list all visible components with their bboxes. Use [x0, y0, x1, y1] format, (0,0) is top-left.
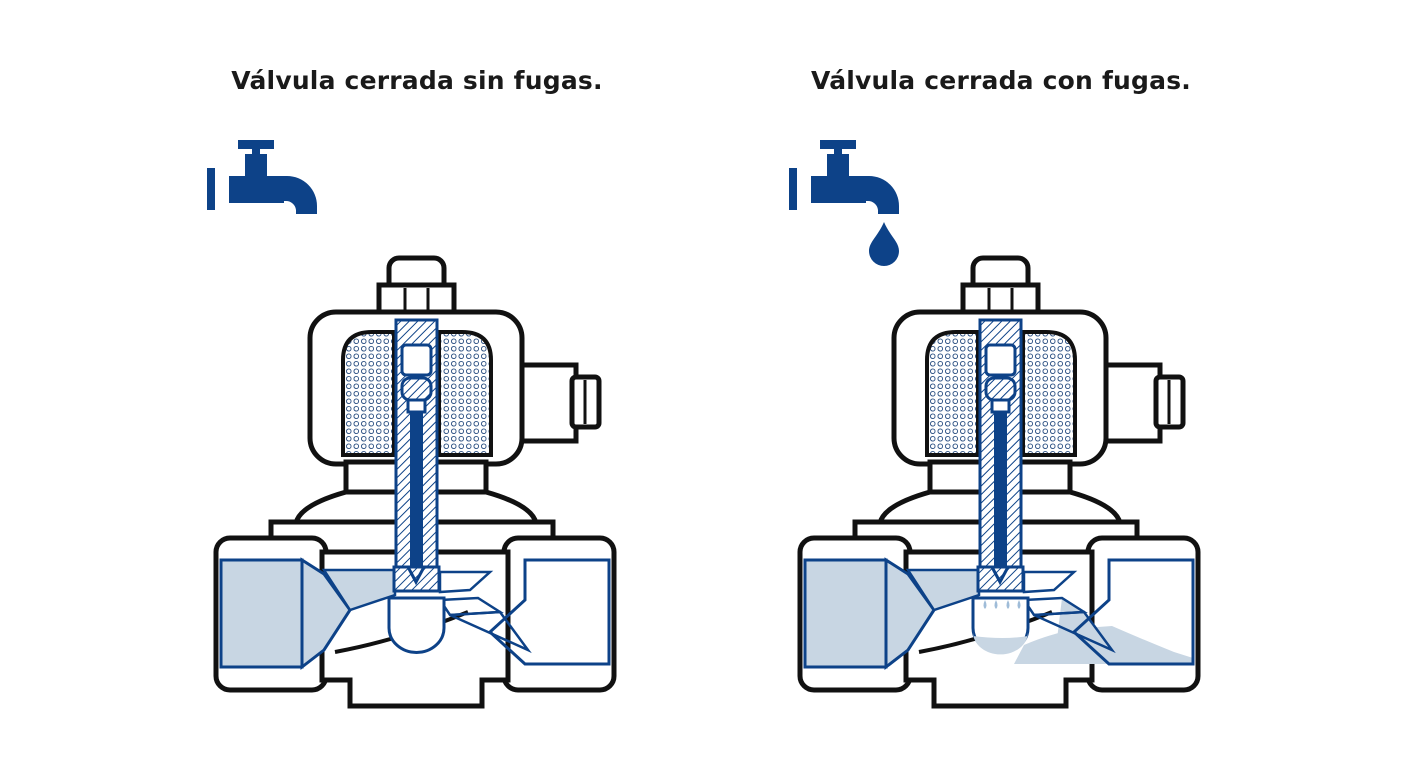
panel-no-leak [207, 140, 617, 709]
solenoid-valve-closed-leaking [797, 255, 1201, 709]
panel-leak [789, 140, 1201, 709]
panel-title-leak: Válvula cerrada con fugas. [811, 66, 1191, 95]
panel-title-no-leak: Válvula cerrada sin fugas. [231, 66, 603, 95]
faucet-icon [789, 140, 899, 214]
faucet-icon [207, 140, 317, 214]
solenoid-valve-closed [213, 255, 617, 709]
water-drop-icon [869, 222, 899, 266]
